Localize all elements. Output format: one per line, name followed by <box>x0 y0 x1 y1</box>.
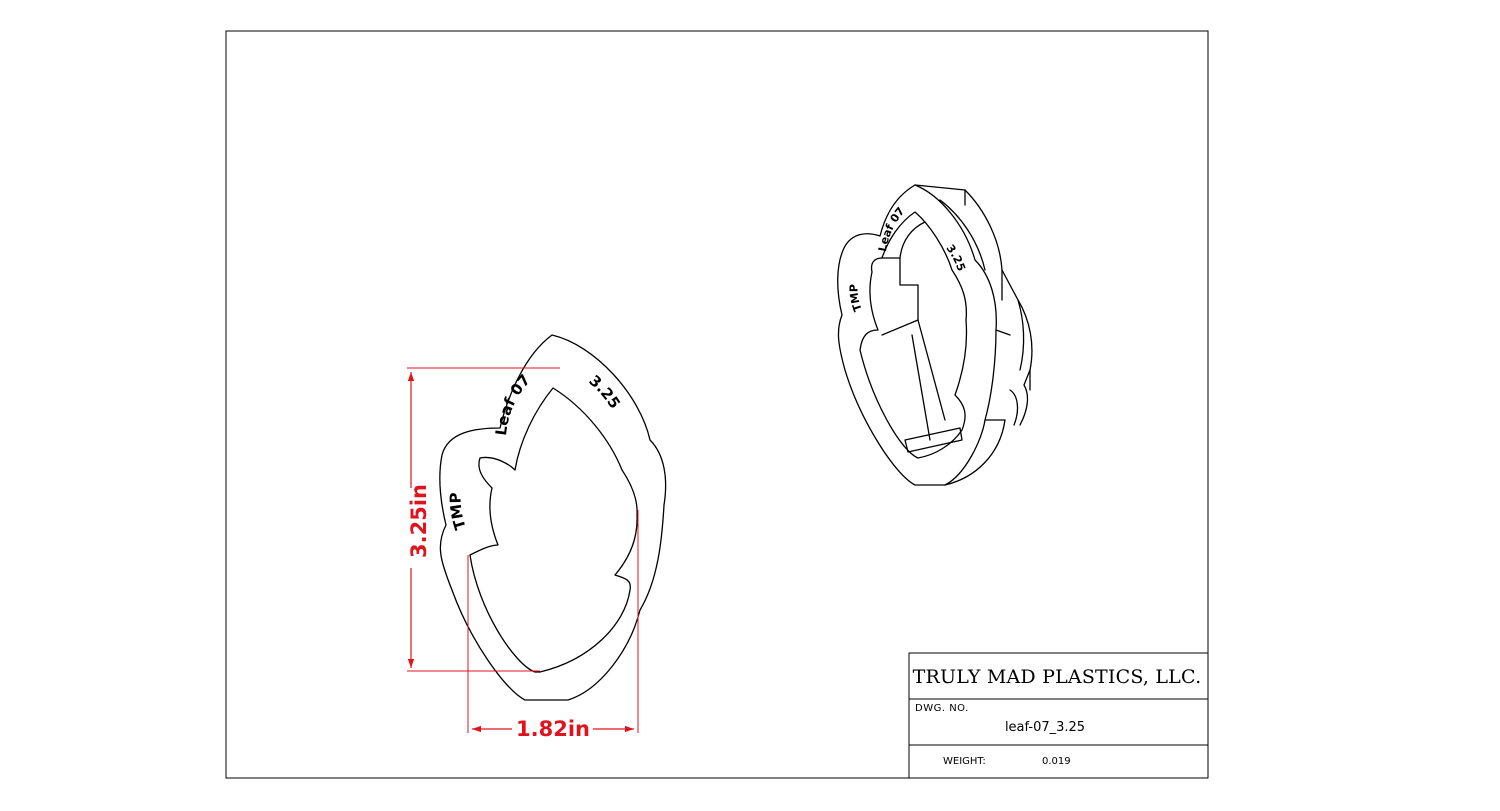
iso-outer-outline <box>837 184 997 486</box>
title-block: TRULY MAD PLASTICS, LLC. DWG. NO. leaf-0… <box>908 652 1209 779</box>
weight-label: WEIGHT: <box>943 756 986 767</box>
width-dimension: 1.82in <box>467 510 639 741</box>
leaf-inner-outline <box>469 387 638 673</box>
iso-inner-outline <box>859 211 968 459</box>
marking-size-front: 3.25 <box>585 371 624 411</box>
leaf-isometric-view: TMP Leaf 07 3.25 <box>837 184 1033 486</box>
leaf-front-view: TMP Leaf 07 3.25 <box>439 334 667 701</box>
width-dimension-label: 1.82in <box>516 717 590 741</box>
weight-value: 0.019 <box>1042 756 1071 767</box>
dwg-no-label: DWG. NO. <box>915 703 969 714</box>
company-name: TRULY MAD PLASTICS, LLC. <box>913 666 1202 688</box>
marking-tmp-iso: TMP <box>847 284 864 313</box>
leaf-outer-outline <box>439 334 667 701</box>
dwg-no-value: leaf-07_3.25 <box>1005 720 1085 735</box>
marking-tmp-front: TMP <box>447 492 470 532</box>
marking-shape-front: Leaf 07 <box>492 371 534 437</box>
height-dimension: 3.25in <box>407 367 560 672</box>
height-dimension-label: 3.25in <box>407 484 431 558</box>
drawing-border <box>225 30 1209 779</box>
